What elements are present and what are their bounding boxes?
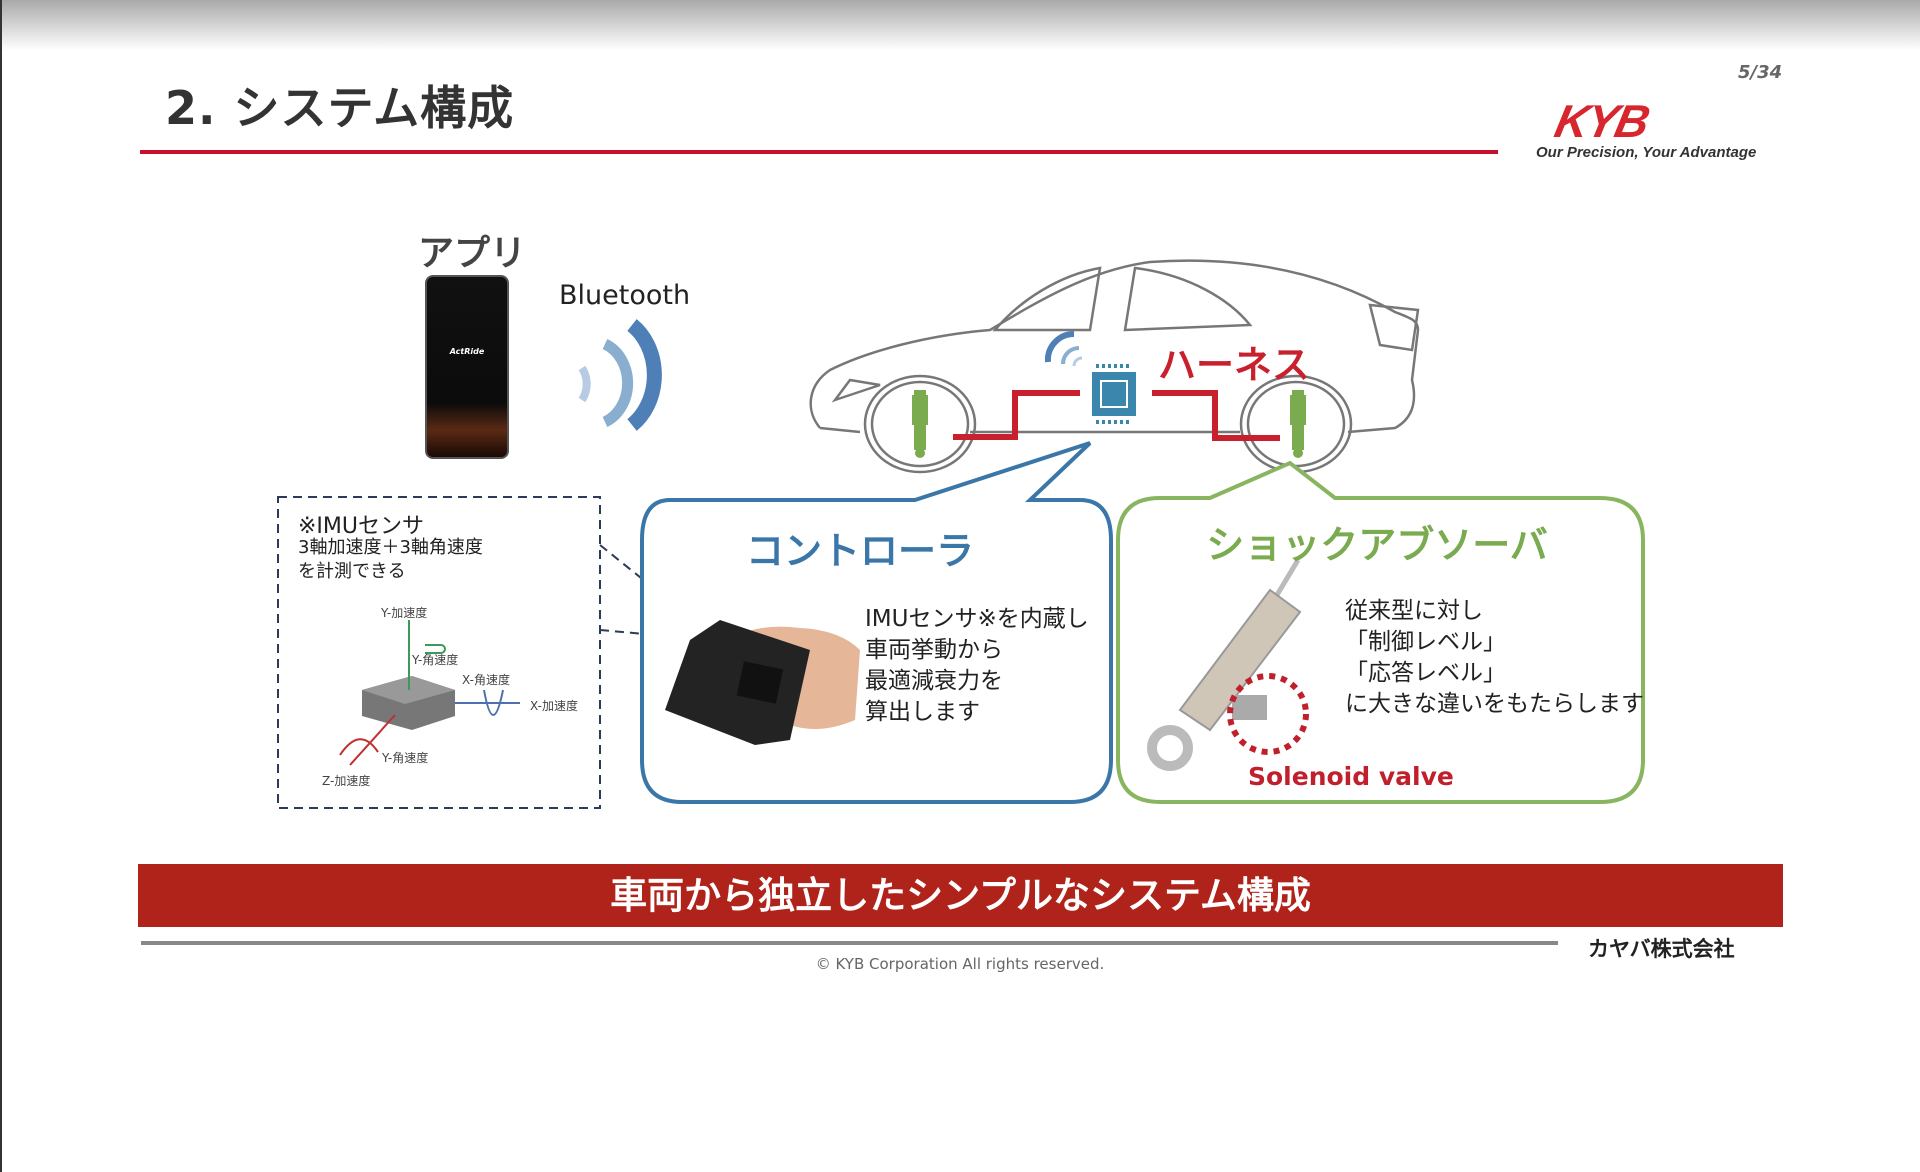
smartphone-image: ActRide	[425, 275, 509, 459]
shock-line: 「応答レベル」	[1345, 660, 1506, 686]
app-label: アプリ	[418, 233, 527, 274]
controller-line: 車両挙動から	[865, 637, 1003, 663]
harness-wire	[953, 390, 1280, 441]
imu-title: ※IMUセンサ	[298, 514, 425, 539]
shock-absorber-description: 従来型に対し 「制御レベル」 「応答レベル」 に大きな違いをもたらします	[1345, 596, 1644, 720]
copyright: © KYB Corporation All rights reserved.	[815, 955, 1105, 973]
shock-absorber-image	[1147, 558, 1309, 771]
controller-line: 算出します	[865, 699, 980, 725]
controller-description: IMUセンサ※を内蔵し 車両挙動から 最適減衰力を 算出します	[865, 604, 1089, 728]
imu-axes-diagram	[339, 620, 520, 766]
shock-line: 従来型に対し	[1345, 598, 1483, 624]
controller-device-image	[665, 620, 860, 745]
summary-banner: 車両から独立したシンプルなシステム構成	[138, 864, 1783, 927]
top-shadow	[0, 0, 1920, 50]
title-underline	[140, 150, 1498, 154]
shock-absorber-icon	[912, 390, 928, 458]
page-number: 5/34	[1738, 62, 1783, 83]
chip-icon	[1092, 364, 1136, 424]
axis-label-x-accel: X-加速度	[530, 699, 578, 713]
logo-tagline: Our Precision, Your Advantage	[1536, 144, 1757, 161]
axis-label-z-accel: Z-加速度	[322, 774, 371, 788]
phone-app-brand: ActRide	[449, 347, 485, 356]
left-edge	[0, 0, 2, 1172]
bluetooth-label: Bluetooth	[559, 280, 691, 311]
axis-label-x-gyro: X-角速度	[462, 673, 510, 687]
axis-label-y-gyro-bottom: Y-角速度	[382, 751, 429, 765]
company-name: カヤバ株式会社	[1588, 937, 1735, 961]
imu-desc-line: 3軸加速度＋3軸角速度	[298, 537, 483, 558]
shock-absorber-icon	[1290, 390, 1306, 458]
solenoid-highlight	[1227, 673, 1309, 755]
slide-title: 2. システム構成	[165, 81, 515, 135]
controller-title: コントローラ	[745, 529, 974, 573]
shock-line: 「制御レベル」	[1345, 629, 1506, 655]
harness-label: ハーネス	[1158, 343, 1311, 387]
solenoid-valve-label: Solenoid valve	[1248, 762, 1454, 791]
wireless-signal-icon	[1044, 330, 1083, 367]
axis-label-y-accel: Y-加速度	[381, 606, 428, 620]
shock-line: に大きな違いをもたらします	[1345, 691, 1644, 717]
controller-line: 最適減衰力を	[865, 668, 1003, 694]
footer-divider	[141, 941, 1558, 945]
imu-description: 3軸加速度＋3軸角速度 を計測できる	[298, 536, 483, 584]
controller-line: IMUセンサ※を内蔵し	[865, 606, 1089, 632]
car-outline	[809, 259, 1420, 474]
axis-label-y-gyro: Y-角速度	[412, 653, 459, 667]
imu-desc-line: を計測できる	[298, 561, 406, 582]
shock-absorber-title: ショックアブソーバ	[1206, 523, 1548, 567]
wireless-waves-icon	[578, 319, 662, 431]
